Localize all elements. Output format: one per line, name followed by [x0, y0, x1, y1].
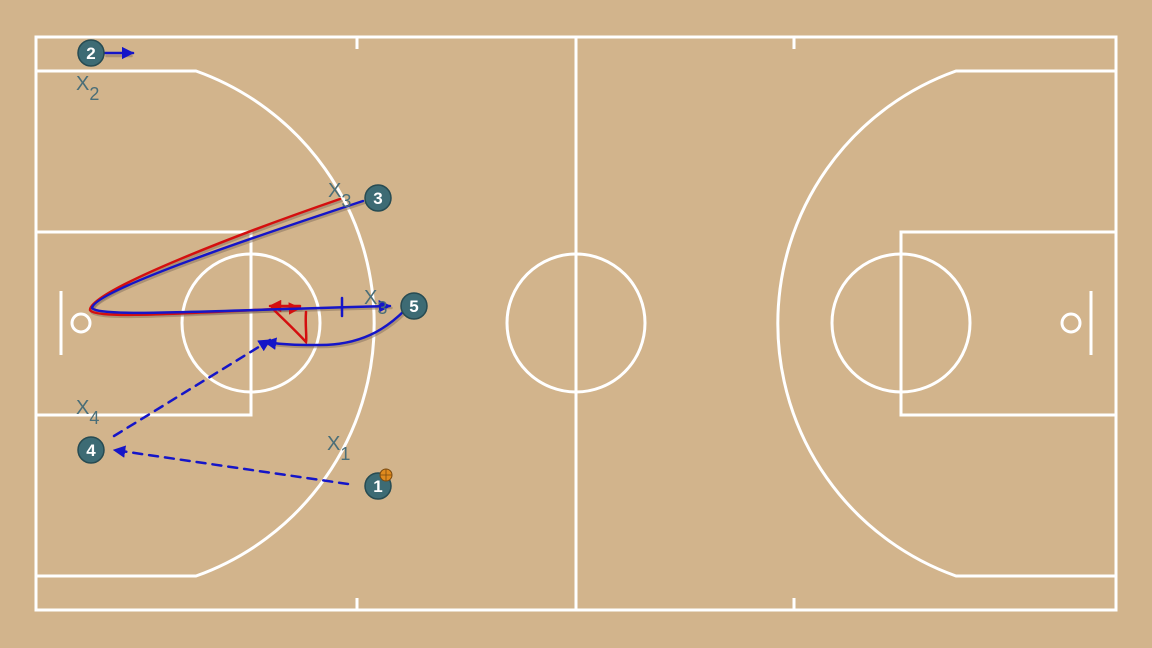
left-rim	[70, 312, 92, 334]
defender-x2: X2	[76, 73, 99, 104]
player-5[interactable]: 5	[400, 292, 428, 320]
defender-x3: X3	[328, 180, 351, 211]
right-free-throw-circle	[830, 252, 972, 394]
court-lines	[34, 35, 1118, 612]
svg-text:1: 1	[373, 477, 382, 496]
svg-text:2: 2	[86, 44, 95, 63]
defenders: X1 X2 X3 X3 X4	[76, 73, 387, 464]
defender-x1: X1	[327, 433, 350, 464]
offense-cut-path	[90, 199, 392, 315]
pass-4-to-5	[112, 338, 272, 438]
center-circle	[505, 252, 647, 394]
play-paths	[88, 46, 408, 486]
players: 1 2 3 4 5	[77, 39, 428, 500]
left-key	[34, 230, 253, 417]
svg-text:3: 3	[373, 189, 382, 208]
defender-x4: X4	[76, 397, 99, 428]
defender-x3-alt: X3	[364, 287, 387, 318]
player-2[interactable]: 2	[77, 39, 105, 67]
right-key	[899, 230, 1118, 417]
player-3[interactable]: 3	[364, 184, 392, 212]
left-free-throw-circle	[180, 252, 322, 394]
player5-cut-path	[263, 308, 407, 350]
basketball-icon	[379, 468, 393, 482]
player-1[interactable]: 1	[364, 468, 393, 500]
pass-1-to-4	[112, 445, 350, 486]
defender-recover-path	[270, 306, 308, 345]
player-4[interactable]: 4	[77, 436, 105, 464]
svg-text:5: 5	[409, 297, 418, 316]
right-rim	[1060, 312, 1082, 334]
svg-text:4: 4	[86, 441, 96, 460]
left-three-point-line	[36, 69, 376, 578]
right-three-point-line	[776, 69, 1116, 578]
